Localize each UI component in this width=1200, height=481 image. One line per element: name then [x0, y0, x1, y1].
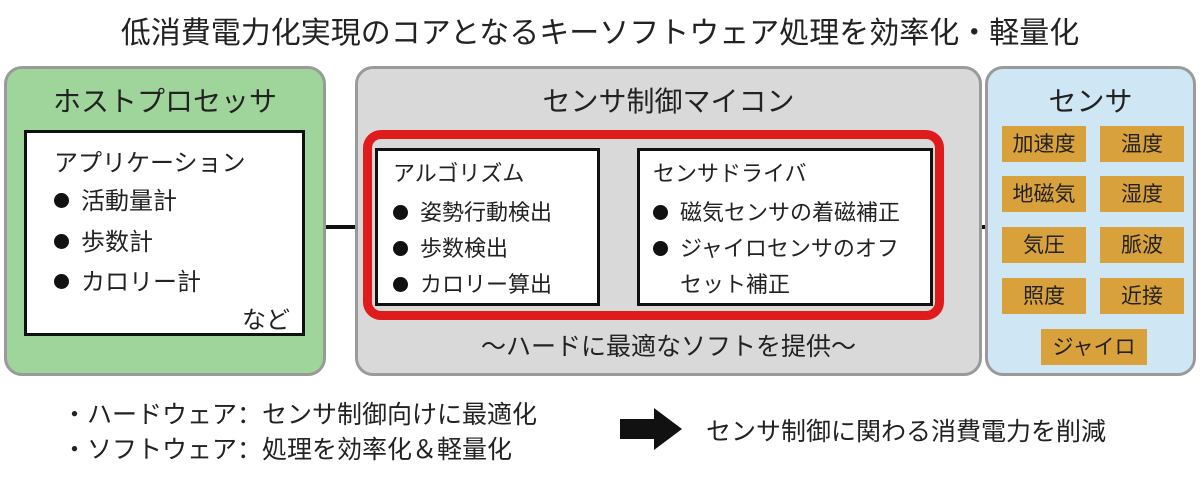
sensor-panel [985, 66, 1196, 376]
app-item: 活動量計 [54, 181, 177, 216]
application-box [24, 130, 305, 336]
app-etc: など [242, 306, 290, 334]
driver-item-continued: セット補正 [680, 273, 791, 298]
bullet-icon [393, 276, 408, 292]
bullet-icon [54, 273, 69, 289]
note-hardware: ・ハードウェア：センサ制御向けに最適化 [62, 400, 538, 429]
bullet-icon [54, 192, 69, 208]
algorithm-item: カロリー算出 [393, 267, 552, 299]
sensor-tag-proximity: 近接 [1100, 278, 1184, 314]
host-processor-title: ホストプロセッサ [52, 85, 277, 118]
bullet-icon [653, 240, 668, 256]
app-item: カロリー計 [54, 262, 201, 297]
sensor-tag-pulse: 脈波 [1100, 227, 1184, 263]
algorithm-item: 歩数検出 [393, 231, 508, 263]
sensor-mcu-title: センサ制御マイコン [542, 85, 795, 118]
sensor-tag-acceleration: 加速度 [1002, 126, 1086, 162]
right-arrow-icon [620, 408, 682, 450]
sensor-tag-temperature: 温度 [1100, 126, 1184, 162]
bullet-icon [393, 204, 408, 220]
driver-item: ジャイロセンサのオフ [653, 231, 899, 263]
app-item: 歩数計 [54, 222, 153, 257]
sensor-tag-illuminance: 照度 [1002, 278, 1086, 314]
connector-host-mcu [305, 225, 375, 229]
application-title: アプリケーション [54, 149, 246, 177]
sensor-title: センサ [1048, 85, 1133, 118]
algorithm-item: 姿勢行動検出 [393, 195, 552, 227]
bullet-icon [393, 240, 408, 256]
sensor-tag-gyro: ジャイロ [1041, 329, 1147, 365]
algorithm-title: アルゴリズム [393, 162, 525, 187]
sensor-tag-humidity: 湿度 [1100, 176, 1184, 212]
bullet-icon [653, 204, 668, 220]
mcu-caption: ～ハードに最適なソフトを提供～ [480, 332, 856, 361]
page-title: 低消費電力化実現のコアとなるキーソフトウェア処理を効率化・軽量化 [120, 16, 1080, 51]
algorithm-box [375, 148, 600, 306]
driver-item: 磁気センサの着磁補正 [653, 195, 900, 227]
bullet-icon [54, 233, 69, 249]
sensor-driver-box [637, 148, 933, 306]
software-highlight-frame [363, 130, 944, 320]
note-software: ・ソフトウェア：処理を効率化＆軽量化 [62, 435, 513, 464]
sensor-tag-geomagnetic: 地磁気 [1002, 176, 1086, 212]
sensor-tag-pressure: 気圧 [1002, 227, 1086, 263]
driver-title: センサドライバ [653, 162, 807, 187]
result-text: センサ制御に関わる消費電力を削減 [706, 417, 1107, 446]
